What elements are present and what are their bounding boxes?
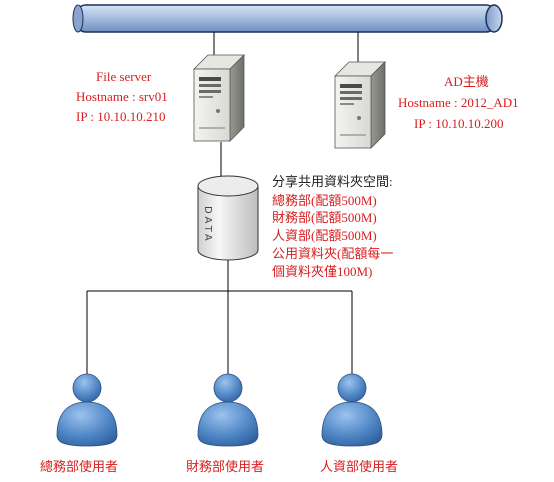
user-icon [321, 373, 383, 447]
user-icon [197, 373, 259, 447]
user-label-3: 人資部使用者 [320, 459, 398, 474]
file-server-icon [193, 54, 245, 142]
ad-server-icon [334, 61, 386, 149]
storage-line-4: 公用資料夾(配額每一 [272, 246, 393, 261]
ad-server-ip: IP : 10.10.10.200 [414, 116, 503, 131]
user-label-1: 總務部使用者 [40, 459, 118, 474]
ad-server-hostname: Hostname : 2012_AD1 [398, 95, 519, 110]
user-icon [56, 373, 118, 447]
user-group-1: 總務部使用者 [40, 373, 118, 474]
storage-line-2: 財務部(配額500M) [272, 210, 377, 225]
file-server-hostname: Hostname : srv01 [76, 89, 168, 104]
network-backbone [72, 4, 503, 33]
data-storage: DATA [197, 175, 259, 261]
file-server-ip: IP : 10.10.10.210 [76, 109, 165, 124]
storage-line-1: 總務部(配額500M) [272, 193, 377, 208]
user-label-2: 財務部使用者 [186, 459, 264, 474]
ad-server-name: AD主機 [444, 74, 489, 89]
connector-lines [86, 32, 359, 375]
storage-line-3: 人資部(配額500M) [272, 228, 377, 243]
storage-heading: 分享共用資料夾空間: [272, 174, 393, 189]
ad-server: AD主機 Hostname : 2012_AD1 IP : 10.10.10.2… [334, 61, 519, 149]
user-group-3: 人資部使用者 [320, 373, 398, 474]
file-server: File server Hostname : srv01 IP : 10.10.… [76, 54, 245, 142]
file-server-name: File server [96, 69, 152, 84]
storage-description: 分享共用資料夾空間: 總務部(配額500M) 財務部(配額500M) 人資部(配… [272, 174, 393, 279]
user-group-2: 財務部使用者 [186, 373, 264, 474]
storage-label: DATA [202, 206, 213, 244]
storage-line-5: 個資料夾僅100M) [272, 264, 372, 279]
